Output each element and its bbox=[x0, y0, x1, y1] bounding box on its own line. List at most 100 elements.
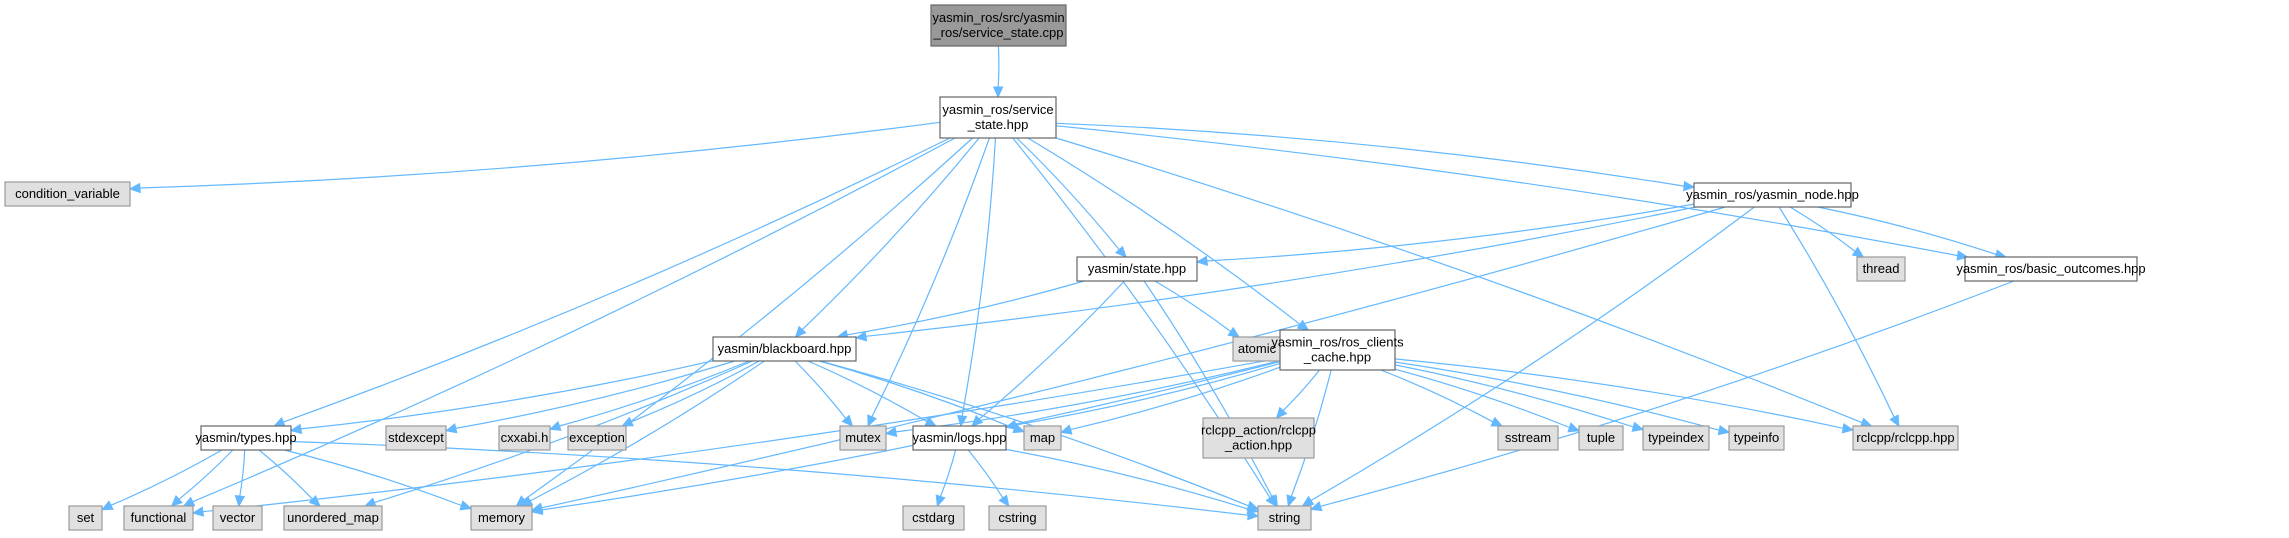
node-label: cstring bbox=[998, 510, 1036, 525]
node-box[interactable] bbox=[930, 4, 1067, 47]
node-label: rclcpp_action/rclcpp bbox=[1201, 423, 1316, 438]
edge-line bbox=[1027, 137, 1301, 325]
node-box bbox=[470, 505, 533, 531]
edge-state-to-atomic bbox=[1154, 280, 1241, 338]
node-label: rclcpp/rclcpp.hpp bbox=[1856, 430, 1954, 445]
arrowhead-icon bbox=[1956, 250, 1969, 261]
node-label: condition_variable bbox=[15, 186, 120, 201]
arrowhead-icon bbox=[854, 331, 868, 342]
node-box[interactable] bbox=[712, 336, 857, 362]
node-rclcpp: rclcpp/rclcpp.hpp bbox=[1852, 425, 1959, 451]
edge-line bbox=[192, 137, 956, 503]
edge-line bbox=[1817, 206, 1997, 255]
edge-blackboard-to-cxxabi bbox=[548, 360, 750, 431]
arrowhead-icon bbox=[956, 414, 968, 428]
node-box bbox=[283, 505, 383, 531]
edge-yasmin_node-to-string bbox=[1301, 206, 1755, 507]
node-basic-outcomes[interactable]: yasmin_ros/basic_outcomes.hpp bbox=[1956, 256, 2146, 282]
edge-service_state-to-yasmin_node bbox=[1055, 122, 1696, 192]
node-box[interactable] bbox=[200, 425, 292, 451]
arrowhead-icon bbox=[1851, 246, 1865, 258]
edge-line bbox=[1055, 125, 1958, 257]
node-label: stdexcept bbox=[388, 430, 444, 445]
node-yasmin-node[interactable]: yasmin_ros/yasmin_node.hpp bbox=[1686, 182, 1859, 208]
edge-line bbox=[939, 449, 957, 497]
nodes-layer: yasmin_ros/src/yasmin_ros/service_state.… bbox=[4, 4, 2146, 531]
node-label: tuple bbox=[1587, 430, 1615, 445]
edge-yasmin_node-to-thread bbox=[1789, 206, 1865, 258]
edge-yasmin_node-to-blackboard bbox=[854, 206, 1696, 342]
node-box[interactable] bbox=[1964, 256, 2138, 282]
node-box[interactable] bbox=[1076, 256, 1198, 282]
edge-service_state-to-ros_clients_cache bbox=[1027, 137, 1310, 331]
edge-ros_clients_cache-to-typeindex bbox=[1394, 364, 1645, 432]
node-label: typeindex bbox=[1648, 430, 1704, 445]
edge-line bbox=[1320, 280, 2015, 507]
node-root[interactable]: yasmin_ros/src/yasmin_ros/service_state.… bbox=[930, 4, 1067, 47]
node-label: _action.hpp bbox=[1224, 438, 1292, 453]
node-box bbox=[1232, 336, 1282, 362]
edge-line bbox=[1055, 137, 1863, 424]
edge-line bbox=[283, 137, 951, 423]
node-sstream: sstream bbox=[1497, 425, 1559, 451]
edge-line bbox=[529, 360, 765, 502]
node-label: functional bbox=[131, 510, 187, 525]
node-box[interactable] bbox=[1279, 329, 1396, 371]
node-label: _ros/service_state.cpp bbox=[932, 25, 1063, 40]
node-label: yasmin_ros/src/yasmin bbox=[932, 10, 1064, 25]
node-condition-variable: condition_variable bbox=[4, 181, 131, 207]
node-stdexcept: stdexcept bbox=[385, 425, 447, 451]
edge-line bbox=[807, 360, 928, 423]
node-box[interactable] bbox=[912, 425, 1007, 451]
node-box bbox=[4, 181, 131, 207]
node-cstdarg: cstdarg bbox=[902, 505, 965, 531]
edge-blackboard-to-stdexcept bbox=[444, 360, 735, 434]
node-label: exception bbox=[569, 430, 625, 445]
edge-types-to-functional bbox=[170, 449, 234, 507]
arrowhead-icon bbox=[992, 86, 1004, 99]
node-label: _state.hpp bbox=[967, 117, 1029, 132]
edge-line bbox=[1394, 358, 1844, 429]
edge-blackboard-to-types bbox=[289, 360, 714, 435]
node-mutex: mutex bbox=[839, 425, 887, 451]
node-rclcpp-action: rclcpp_action/rclcpp_action.hpp bbox=[1201, 417, 1316, 459]
edge-line bbox=[978, 280, 1125, 420]
node-label: yasmin/logs.hpp bbox=[913, 430, 1007, 445]
arrowhead-icon bbox=[794, 325, 807, 338]
arrowhead-icon bbox=[273, 416, 286, 427]
node-ros-clients-cache[interactable]: yasmin_ros/ros_clients_cache.hpp bbox=[1271, 329, 1404, 371]
edge-line bbox=[455, 360, 735, 429]
node-box[interactable] bbox=[939, 96, 1057, 139]
edge-service_state-to-basic_outcomes bbox=[1055, 125, 1969, 261]
edge-line bbox=[541, 361, 1281, 511]
edge-service_state-to-functional bbox=[182, 137, 956, 507]
edge-ros_clients_cache-to-typeinfo bbox=[1394, 361, 1731, 436]
edge-line bbox=[139, 121, 941, 189]
edge-line bbox=[559, 360, 750, 427]
edge-line bbox=[239, 449, 246, 497]
edge-service_state-to-state bbox=[1016, 137, 1127, 258]
node-box bbox=[68, 505, 103, 531]
edge-service_state-to-logs bbox=[956, 137, 997, 428]
arrowhead-icon bbox=[444, 423, 458, 434]
node-box bbox=[1497, 425, 1559, 451]
node-service-state[interactable]: yasmin_ros/service_state.hpp bbox=[939, 96, 1057, 139]
node-blackboard[interactable]: yasmin/blackboard.hpp bbox=[712, 336, 857, 362]
node-typeindex: typeindex bbox=[1642, 425, 1710, 451]
arrowhead-icon bbox=[182, 496, 196, 507]
edge-service_state-to-blackboard bbox=[794, 137, 980, 338]
edge-types-to-vector bbox=[234, 449, 246, 508]
edge-line bbox=[290, 440, 1249, 516]
arrowhead-icon bbox=[1114, 245, 1127, 258]
edge-line bbox=[961, 137, 997, 417]
node-logs[interactable]: yasmin/logs.hpp bbox=[912, 425, 1007, 451]
node-types[interactable]: yasmin/types.hpp bbox=[195, 425, 297, 451]
node-label: yasmin/types.hpp bbox=[195, 430, 296, 445]
node-box[interactable] bbox=[1693, 182, 1852, 208]
edge-line bbox=[1016, 137, 1120, 250]
node-state[interactable]: yasmin/state.hpp bbox=[1076, 256, 1198, 282]
edge-line bbox=[847, 280, 1085, 336]
edge-ros_clients_cache-to-rclcpp bbox=[1394, 358, 1855, 434]
node-box bbox=[385, 425, 447, 451]
